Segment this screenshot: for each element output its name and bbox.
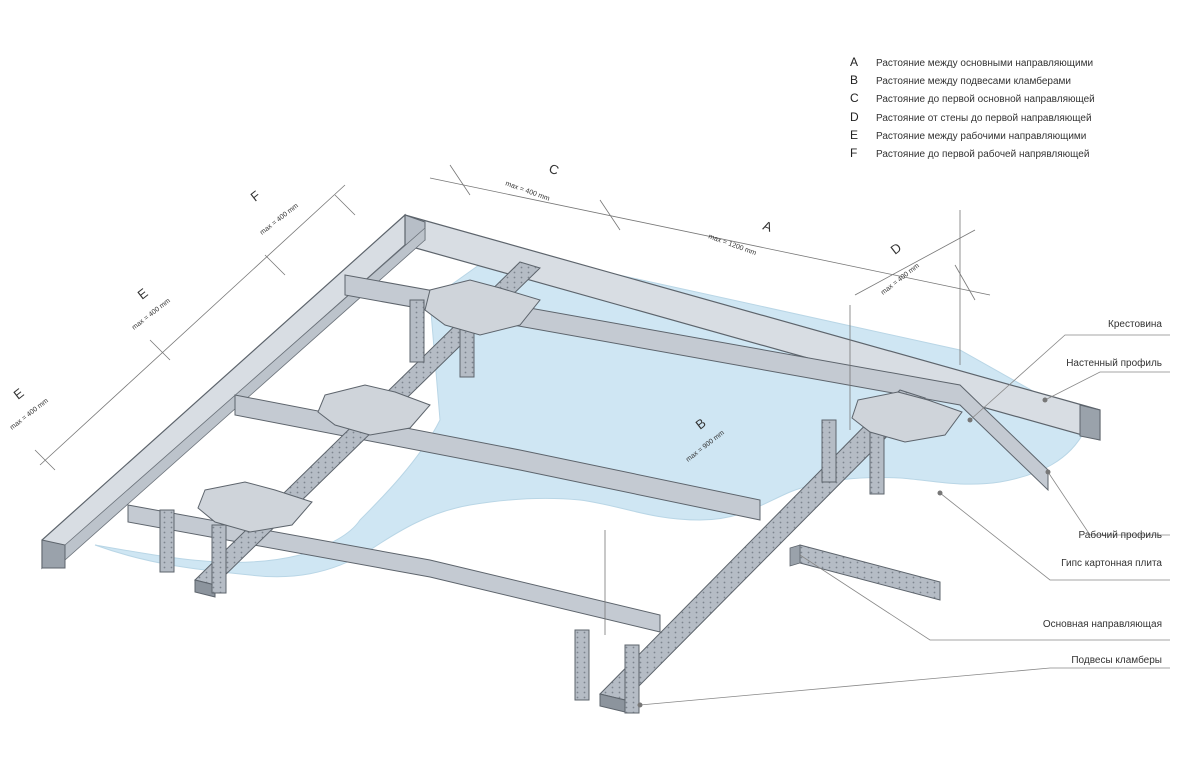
legend-letter: C	[850, 91, 859, 106]
dim-C: C max = 400 mm	[504, 161, 561, 203]
dim-F-letter: F	[248, 188, 264, 205]
callout-hangers: Подвесы кламберы	[1071, 655, 1162, 666]
crossbar-3	[197, 481, 313, 533]
dim-E1-value: max = 400 mm	[131, 297, 172, 331]
legend-row-b: B Растояние между подвесами кламберами	[850, 73, 1190, 91]
leader-dots	[637, 397, 1051, 708]
crossbar-4	[851, 391, 963, 443]
dim-E1: E max = 400 mm	[131, 285, 172, 332]
legend-letter: A	[850, 55, 859, 69]
dim-E2: E max = 400 mm	[9, 385, 50, 432]
dim-C-value: max = 400 mm	[504, 180, 550, 203]
dim-D: D max = 400 mm	[880, 240, 921, 297]
dim-A-value: max = 1200 mm	[707, 233, 757, 257]
legend: A Растояние между основными направляющим…	[850, 55, 1190, 164]
legend-row-c: C Растояние до первой основной направляю…	[850, 91, 1190, 109]
legend-text: Растояние между рабочими направляющими	[876, 130, 1087, 142]
legend-text: Растояние между основными направляющими	[876, 58, 1094, 69]
callout-main-guide: Основная направляющая	[1042, 619, 1162, 630]
callout-wall-profile: Настенный профиль	[1066, 358, 1162, 369]
crossbars	[197, 279, 963, 533]
legend-text: Растояние между подвесами кламберами	[876, 76, 1071, 88]
legend-letter: D	[850, 109, 859, 124]
legend-letter: F	[850, 145, 858, 160]
dim-E2-letter: E	[11, 385, 27, 402]
legend-row-f: F Растояние до первой рабочей напрявляющ…	[850, 146, 1190, 164]
legend-row-d: D Растояние от стены до первой направляю…	[850, 110, 1190, 128]
legend-row-a: A Растояние между основными направляющим…	[850, 55, 1190, 73]
crossbar-1	[424, 279, 541, 336]
dim-E2-value: max = 400 mm	[9, 397, 50, 431]
crossbar-2	[317, 384, 431, 436]
callout-working-profile: Рабочий профиль	[1078, 530, 1162, 541]
dim-F: F max = 400 mm	[248, 188, 300, 237]
legend-text: Растояние до первой рабочей напрявляющей	[876, 148, 1090, 160]
dim-C-letter: C	[547, 161, 561, 178]
dim-A-letter: A	[761, 218, 775, 235]
dim-D-letter: D	[888, 240, 905, 258]
dim-E1-letter: E	[135, 285, 151, 302]
callout-crossbar: Крестовина	[1108, 319, 1162, 330]
dimension-lines	[34, 164, 991, 635]
leader-lines	[639, 334, 1170, 706]
legend-row-e: E Растояние между рабочими направляющими	[850, 128, 1190, 146]
legend-letter: E	[850, 127, 859, 142]
dim-A: A max = 1200 mm	[707, 218, 774, 257]
legend-text: Растояние до первой основной направляюще…	[876, 94, 1095, 106]
legend-letter: B	[850, 73, 859, 88]
legend-text: Растояние от стены до первой направляюще…	[876, 112, 1092, 124]
callout-gypsum-board: Гипс картонная плита	[1061, 558, 1162, 569]
